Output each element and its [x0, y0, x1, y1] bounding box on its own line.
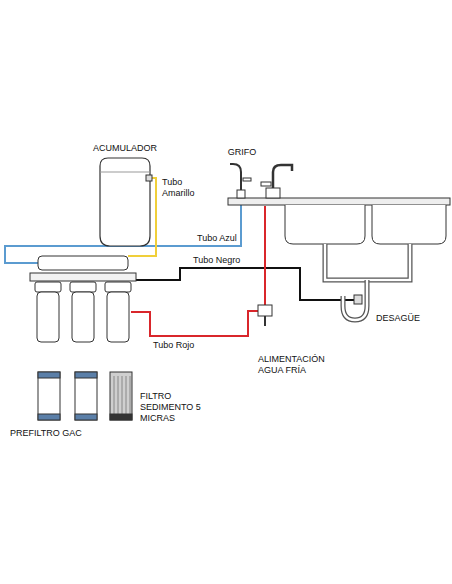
tank-seam	[100, 172, 150, 173]
sink-bowl	[285, 205, 365, 244]
gac-cartridge	[75, 372, 97, 420]
tank-fitting	[146, 175, 152, 181]
countertop	[228, 198, 450, 205]
filter-housing	[37, 292, 59, 342]
supply-valve	[258, 305, 272, 316]
component-label: DESAGÜE	[376, 313, 420, 324]
component-name: GRIFO	[228, 147, 257, 158]
filter-housing	[72, 292, 94, 342]
drain-saddle	[354, 295, 362, 304]
red-supply-line	[264, 206, 266, 305]
ro-faucet-base	[237, 190, 245, 198]
component-label: ACUMULADOR	[93, 143, 157, 154]
housing-cap	[105, 282, 131, 292]
drain-trap-inner	[343, 280, 367, 320]
drain-pipe-inner	[325, 244, 410, 280]
cartridge-cap	[38, 414, 60, 420]
component-name: ACUMULADOR	[93, 143, 157, 154]
tank-body	[100, 158, 150, 246]
mixer-faucet-base	[266, 188, 280, 198]
ro-faucet-handle	[243, 178, 251, 181]
cartridge-cap	[110, 414, 132, 420]
tube-label: Tubo Azul	[196, 233, 238, 244]
tube-label: Tubo Amarillo	[161, 177, 205, 199]
membrane-housing	[38, 256, 128, 270]
housing-cap	[70, 282, 96, 292]
component-label: PREFILTRO GAC	[10, 428, 82, 439]
component-name: DESAGÜE	[376, 313, 420, 324]
component-name: ALIMENTACIÓN AGUA FRÍA	[258, 354, 338, 376]
mixer-faucet-handle	[261, 182, 271, 186]
drain-pipe	[325, 244, 410, 280]
sediment-cartridge	[110, 372, 132, 420]
mixer-faucet-spout	[273, 165, 292, 188]
filter-housing	[107, 292, 129, 342]
cartridge-cap	[75, 414, 97, 420]
sediment-texture	[114, 376, 130, 416]
tube-label: Tubo Negro	[192, 255, 241, 266]
mounting-bracket	[30, 273, 136, 281]
component-name: FILTRO SEDIMENTO 5 MICRAS	[140, 391, 204, 423]
component-label: FILTRO SEDIMENTO 5 MICRAS	[140, 391, 204, 423]
cartridge-cap	[75, 372, 97, 378]
drain-trap	[343, 280, 367, 320]
component-name: PREFILTRO GAC	[10, 428, 82, 439]
cartridge-cap	[38, 372, 60, 378]
tube-label: Tubo Rojo	[152, 340, 195, 351]
component-label: GRIFO	[228, 147, 257, 158]
component-label: ALIMENTACIÓN AGUA FRÍA	[258, 354, 338, 376]
sink-bowl	[372, 205, 446, 244]
supply-pipe	[264, 316, 266, 326]
red-tube	[131, 311, 258, 336]
housing-cap	[35, 282, 61, 292]
gac-cartridge	[38, 372, 60, 420]
